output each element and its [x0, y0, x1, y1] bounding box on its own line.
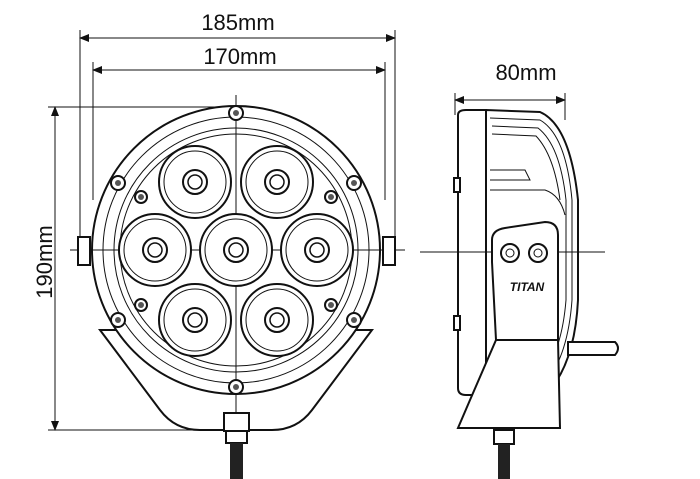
- dimension-depth: 80mm: [454, 60, 566, 120]
- depth-label: 80mm: [495, 60, 556, 85]
- bezel-screw: [110, 312, 126, 328]
- bezel-screw: [346, 312, 362, 328]
- front-view: [70, 95, 405, 479]
- stud-nut: [223, 412, 250, 432]
- dimension-inner-width: 170mm: [92, 44, 386, 200]
- bezel-screw: [134, 298, 148, 312]
- led-reflector: [280, 213, 354, 287]
- threaded-stud: [230, 443, 243, 479]
- bezel-screw: [228, 379, 244, 395]
- side-bolt-left: [77, 236, 91, 266]
- bezel-screw: [110, 175, 126, 191]
- dimension-outer-width: 185mm: [79, 10, 396, 250]
- bezel-screw: [324, 298, 338, 312]
- inner-width-label: 170mm: [203, 44, 276, 69]
- outer-width-label: 185mm: [201, 10, 274, 35]
- bezel-screw: [324, 190, 338, 204]
- bracket-foot: [456, 339, 562, 429]
- cable: [567, 341, 619, 356]
- led-reflector: [199, 213, 273, 287]
- knob-right: [528, 243, 548, 263]
- bezel-screw: [228, 105, 244, 121]
- titan-logo: TITAN: [510, 280, 545, 294]
- knob-left: [500, 243, 520, 263]
- side-stud-nut: [493, 429, 515, 445]
- dimension-height: 190mm: [32, 106, 236, 431]
- side-bolt-right: [382, 236, 396, 266]
- side-threaded-stud: [498, 444, 510, 479]
- led-reflector: [158, 283, 232, 357]
- height-label: 190mm: [32, 225, 57, 298]
- led-reflector: [240, 145, 314, 219]
- led-reflector: [158, 145, 232, 219]
- side-view: TITAN: [420, 108, 619, 479]
- led-reflector: [118, 213, 192, 287]
- bezel-screw: [346, 175, 362, 191]
- bezel-screw: [134, 190, 148, 204]
- led-reflector: [240, 283, 314, 357]
